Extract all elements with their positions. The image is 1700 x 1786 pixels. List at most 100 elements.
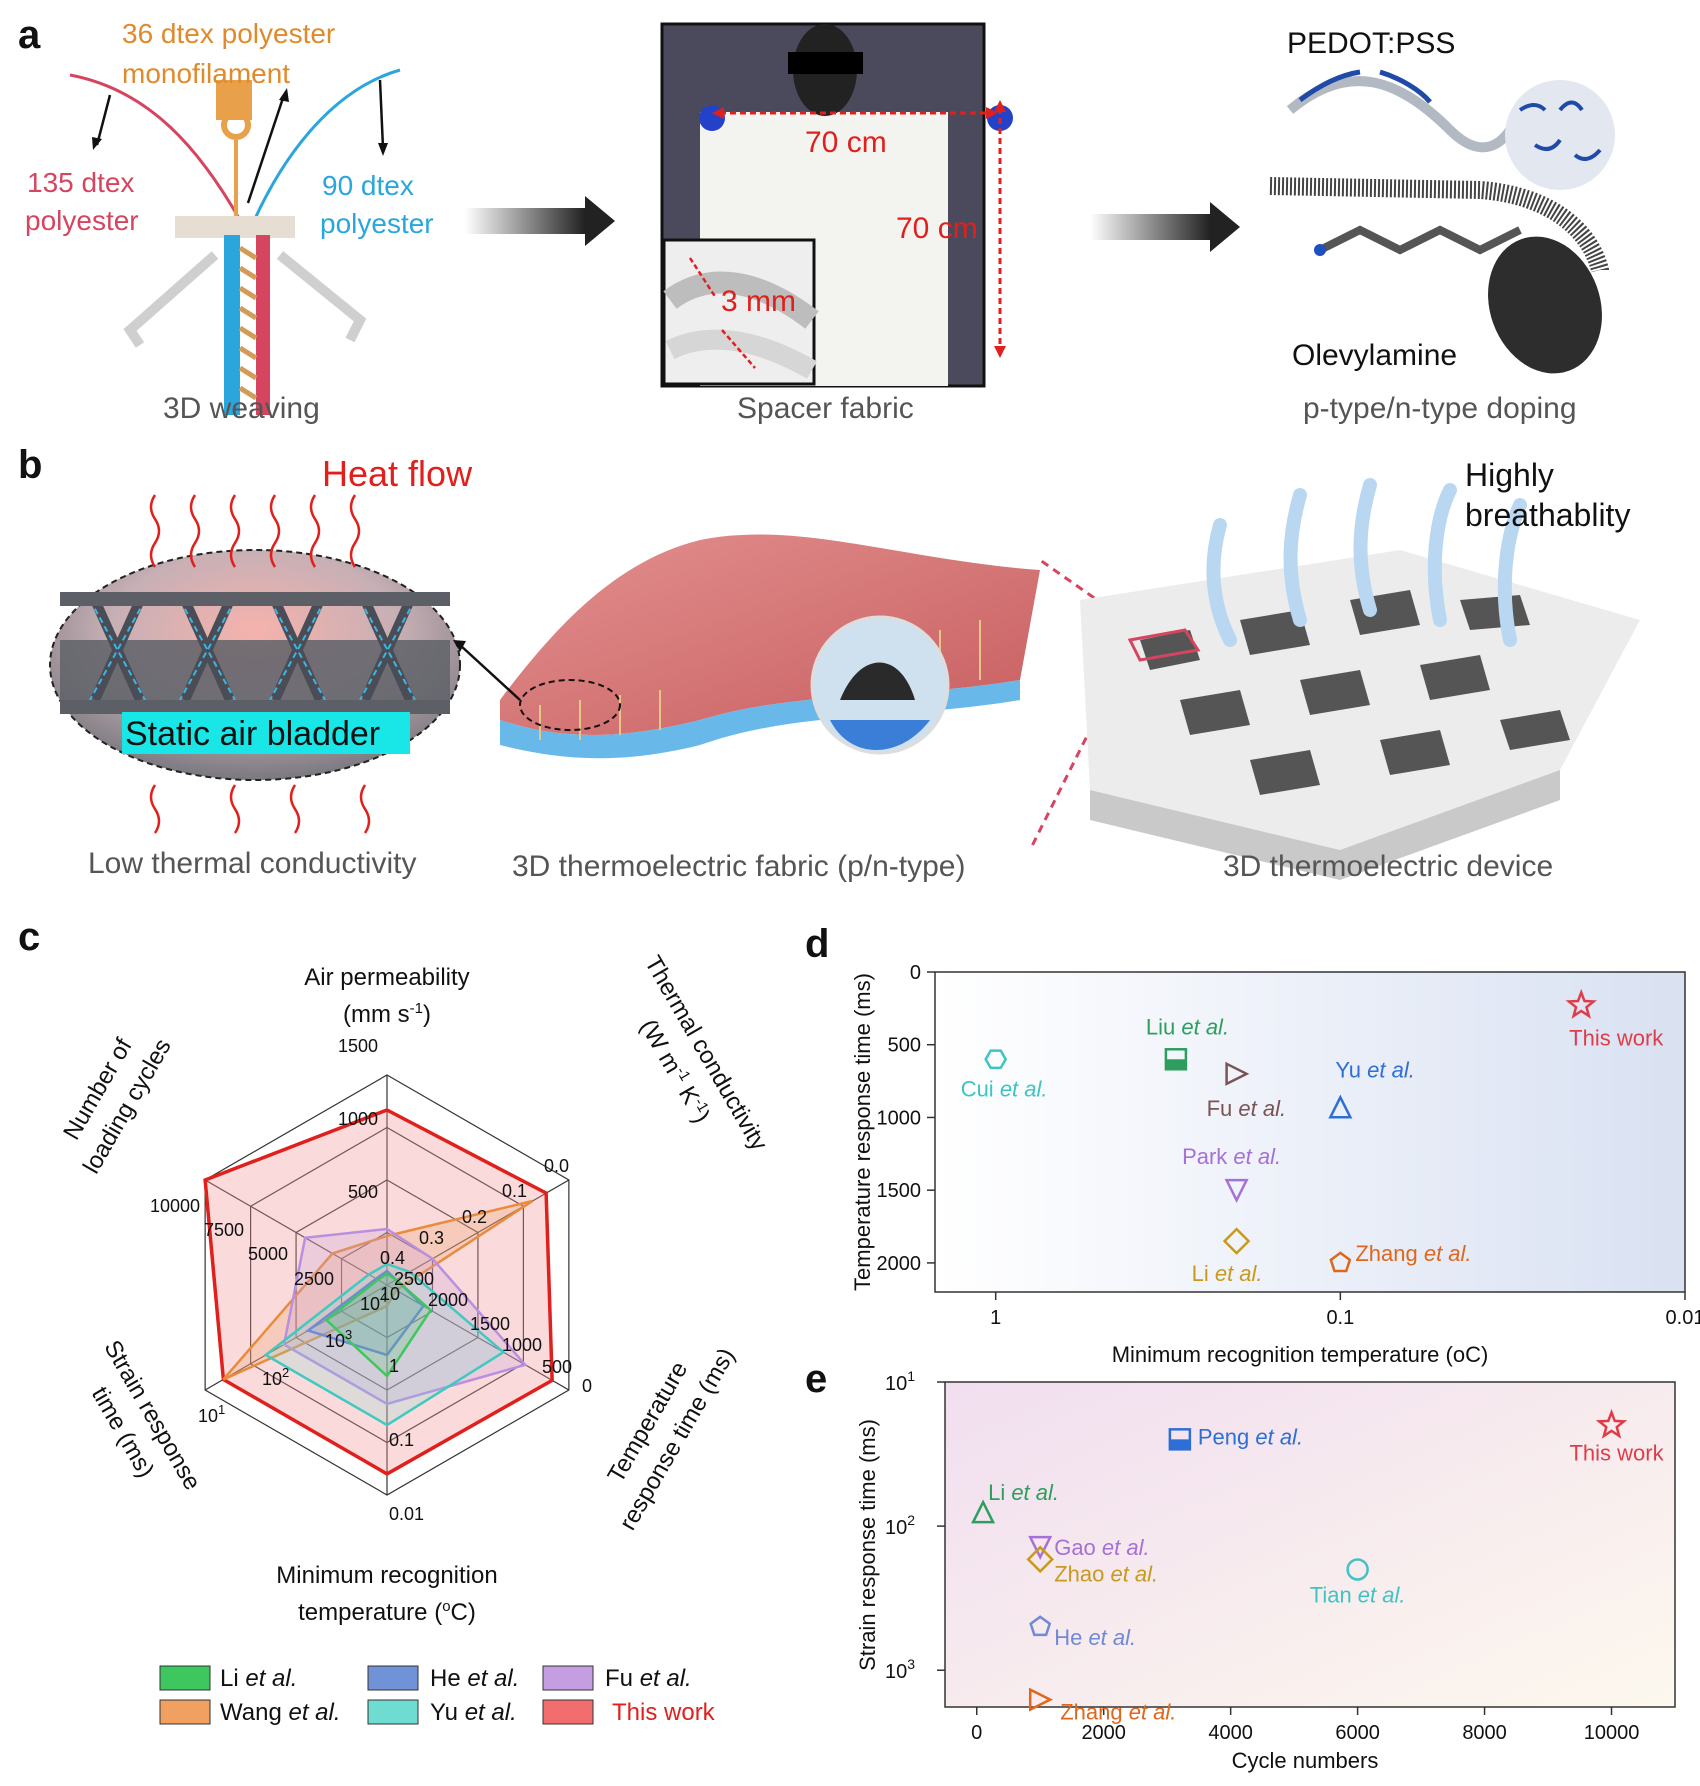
plot-e-label-tian: Tian et al.	[1310, 1582, 1406, 1607]
plot-d-ytick-4: 2000	[877, 1253, 922, 1275]
plot-e-point-this-work	[1595, 1408, 1628, 1439]
plot-e-ytick-1: 102	[885, 1512, 915, 1539]
plot-e-xtick-3: 6000	[1335, 1722, 1380, 1744]
plot-e-xtick-4: 8000	[1462, 1722, 1507, 1744]
tick-minrec-1: 1	[389, 1356, 399, 1376]
plot-e-point-zhang	[1028, 1687, 1054, 1712]
caption-low-thermal: Low thermal conductivity	[88, 847, 416, 880]
plot-e-area	[944, 1381, 1676, 1708]
radar-tick-labels: 1500 1000 500 0.0 0.1 0.2 0.3 0.4 0 500 …	[150, 1036, 592, 1524]
tick-air-1000: 1000	[338, 1109, 378, 1129]
radar-spoke-5	[204, 1179, 388, 1286]
tick-minrec-10: 10	[380, 1284, 400, 1304]
spacer-fabric-photo	[660, 22, 1013, 388]
plot-d-xtick-1: 0.1	[1326, 1307, 1354, 1329]
yarn-right-label: 90 dtex	[322, 170, 414, 201]
tick-temp-0: 0	[582, 1376, 592, 1396]
yarn-left-label-2: polyester	[25, 205, 139, 236]
tick-loading-7500: 7500	[204, 1220, 244, 1240]
plot-d-label-cui: Cui et al.	[961, 1076, 1048, 1101]
plot-d-label-liu: Liu et al.	[1146, 1014, 1229, 1039]
legend-label-this-work: This work	[612, 1699, 716, 1726]
tick-air-500: 500	[348, 1182, 378, 1202]
legend-label-yu: Yu et al.	[430, 1699, 517, 1726]
plot-e-xtick-1: 2000	[1081, 1722, 1126, 1744]
plot-e-ytick-0: 101	[885, 1368, 915, 1395]
plot-d-xtick-0: 1	[990, 1307, 1001, 1329]
pedot-label: PEDOT:PSS	[1287, 27, 1455, 60]
plot-e-point-gao	[1028, 1535, 1053, 1560]
yarn-right-label-2: polyester	[320, 208, 434, 239]
plot-e-label-li: Li et al.	[988, 1480, 1059, 1505]
plot-d-point-park	[1224, 1178, 1249, 1203]
axis-min-recognition-2: temperature (oC)	[298, 1598, 476, 1626]
legend-label-he: He et al.	[430, 1665, 519, 1692]
plot-d-area	[934, 971, 1686, 1293]
legend-swatch-li	[159, 1665, 211, 1691]
tick-minrec-01: 0.1	[389, 1430, 414, 1450]
doping-illustration	[1269, 69, 1615, 374]
radar-spoke-2	[386, 1284, 570, 1391]
plot-d-ytick-2: 1000	[877, 1107, 922, 1129]
process-arrow-2	[1090, 214, 1210, 240]
plot-d-label-park: Park et al.	[1182, 1144, 1281, 1169]
plot-d-point-yu	[1328, 1094, 1353, 1119]
panel-c-radar: Air permeability (mm s-1) Thermal conduc…	[58, 951, 772, 1726]
plot-e-point-tian	[1346, 1558, 1369, 1581]
plot-e-label-he: He et al.	[1054, 1625, 1136, 1650]
plot-d-point-cui	[984, 1049, 1008, 1070]
caption-doping: p-type/n-type doping	[1303, 392, 1577, 425]
plot-d-label-this-work: This work	[1569, 1025, 1664, 1050]
thermoelectric-fabric	[453, 534, 1040, 759]
plot-e-label-zhang: Zhang et al.	[1060, 1700, 1176, 1725]
tick-temp-1500: 1500	[470, 1314, 510, 1334]
tick-air-1500: 1500	[338, 1036, 378, 1056]
air-bladder-label-bg	[122, 712, 410, 754]
fabric-width-label: 70 cm	[805, 126, 887, 159]
axis-air-units: (mm s-1)	[343, 1000, 431, 1028]
legend-swatch-wang	[159, 1699, 211, 1725]
weaving-illustration	[69, 68, 401, 415]
tick-minrec-001: 0.01	[389, 1504, 424, 1524]
breathability-label-2: breathablity	[1465, 497, 1630, 533]
legend-swatch-this-work	[542, 1699, 594, 1725]
plot-d-ytick-1: 500	[888, 1035, 921, 1057]
panel-b: Heat flow Static air bladder Low thermal…	[49, 453, 1640, 883]
plot-e-label-this-work: This work	[1569, 1440, 1664, 1465]
tick-thermal-1: 0.1	[502, 1181, 527, 1201]
legend-swatch-yu	[367, 1699, 419, 1725]
plot-d-point-fu	[1225, 1061, 1250, 1086]
radar-legend: Li et al. He et al. Fu et al. Wang et al…	[159, 1665, 716, 1726]
tick-temp-2500: 2500	[394, 1269, 434, 1289]
radar-spoke-4	[204, 1284, 388, 1391]
plot-e-ytick-2: 103	[885, 1656, 915, 1683]
air-bladder-label: Static air bladder	[125, 715, 380, 753]
plot-d-ylabel: Temperature response time (ms)	[850, 973, 875, 1291]
plot-e-xtick-0: 0	[971, 1722, 982, 1744]
caption-spacer-fabric: Spacer fabric	[737, 392, 914, 425]
tick-temp-500: 500	[542, 1357, 572, 1377]
plot-d-xlabel: Minimum recognition temperature (oC)	[1112, 1342, 1489, 1367]
plot-d-point-this-work	[1565, 988, 1597, 1019]
plot-d-ytick-3: 1500	[877, 1180, 922, 1202]
radar-series-fu-et-al-	[282, 1227, 528, 1406]
panel-letter-a: a	[18, 13, 41, 57]
tick-strain-10-3: 103	[325, 1327, 352, 1351]
plot-d-label-yu: Yu et al.	[1335, 1057, 1415, 1082]
plot-e-label-gao: Gao et al.	[1054, 1535, 1149, 1560]
plot-e-xtick-2: 4000	[1208, 1722, 1253, 1744]
tick-temp-1000: 1000	[502, 1335, 542, 1355]
tick-loading-2500: 2500	[294, 1269, 334, 1289]
plot-e-label-peng: Peng et al.	[1198, 1424, 1303, 1449]
plot-d-point-li	[1222, 1227, 1251, 1255]
axis-min-recognition-1: Minimum recognition	[276, 1562, 497, 1589]
caption-te-device: 3D thermoelectric device	[1223, 850, 1553, 883]
breathability-label-1: Highly	[1465, 457, 1554, 493]
radar-series-wang-et-al-	[222, 1199, 534, 1381]
tick-loading-10000: 10000	[150, 1196, 200, 1216]
plot-d-label-fu: Fu et al.	[1207, 1096, 1287, 1121]
thermoelectric-device	[1028, 478, 1640, 880]
fabric-height-label: 70 cm	[896, 212, 978, 245]
